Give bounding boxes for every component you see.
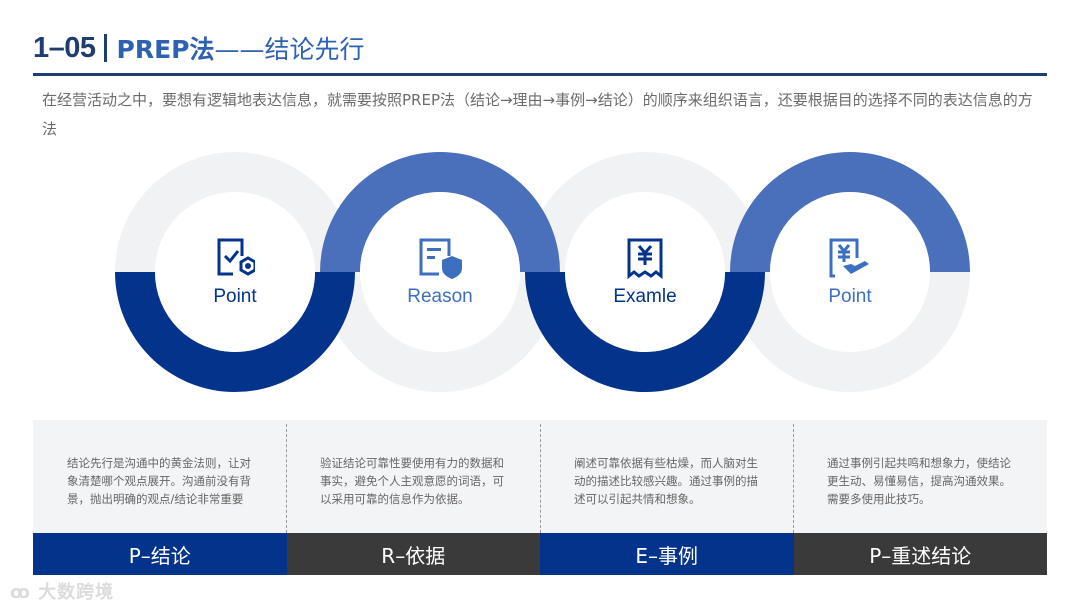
step-node-example: Examle — [585, 236, 705, 308]
footer-label-r: R–依据 — [286, 533, 540, 575]
document-shield-icon — [419, 238, 462, 279]
intro-text: 在经营活动之中，要想有逻辑地表达信息，就需要按照PREP法（结论→理由→事例→结… — [42, 91, 1033, 138]
checklist-gear-icon — [217, 238, 257, 276]
ring-4-bottom — [730, 272, 970, 392]
step-label: Point — [828, 286, 872, 307]
footer-label-p-restate: P–重述结论 — [793, 533, 1047, 575]
yen-receipt-icon — [627, 238, 663, 280]
title-underline — [33, 73, 1047, 76]
description-cell-reason: 验证结论可靠性要使用有力的数据和事实，避免个人主观意愿的词语，可以采用可靠的信息… — [286, 420, 539, 533]
title-sub: ——结论先行 — [214, 35, 365, 64]
step-node-point: Point — [175, 236, 295, 308]
footer-label-e: E–事例 — [540, 533, 794, 575]
ring-1-top — [115, 152, 355, 272]
step-label: Examle — [613, 286, 677, 307]
step-description: 通过事例引起共鸣和想象力，使结论更生动、易懂易信，提高沟通效果。需要多使用此技巧… — [827, 456, 1011, 506]
step-description: 结论先行是沟通中的黄金法则，让对象清楚哪个观点展开。沟通前没有背景，抛出明确的观… — [67, 456, 251, 506]
ring-4-top — [730, 152, 970, 272]
ring-2-top — [320, 152, 560, 272]
section-number: 1–05 — [33, 31, 96, 64]
step-description: 阐述可靠依据有些枯燥，而人脑对生动的描述比较感兴趣。通过事例的描述可以引起共情和… — [574, 456, 758, 506]
description-panel: 结论先行是沟通中的黄金法则，让对象清楚哪个观点展开。沟通前没有背景，抛出明确的观… — [33, 420, 1047, 533]
ring-3-top — [525, 152, 765, 272]
ring-2-bottom — [320, 272, 560, 392]
title-divider — [103, 34, 107, 62]
page-title: 1–05 PREP法 ——结论先行 — [33, 28, 365, 68]
prep-rings-diagram — [115, 152, 970, 392]
yen-hand-icon — [829, 238, 869, 278]
step-label: Point — [213, 286, 257, 307]
ring-3-bottom — [525, 272, 765, 392]
step-description: 验证结论可靠性要使用有力的数据和事实，避免个人主观意愿的词语，可以采用可靠的信息… — [320, 456, 504, 506]
description-cell-point: 结论先行是沟通中的黄金法则，让对象清楚哪个观点展开。沟通前没有背景，抛出明确的观… — [33, 420, 286, 533]
dashed-divider — [286, 424, 287, 533]
footer-label-p: P–结论 — [33, 533, 287, 575]
title-main: PREP法 — [116, 35, 215, 64]
watermark: ꝏ 大数跨境 — [10, 578, 114, 604]
watermark-text: 大数跨境 — [38, 582, 115, 603]
description-cell-example: 阐述可靠依据有些枯燥，而人脑对生动的描述比较感兴趣。通过事例的描述可以引起共情和… — [540, 420, 793, 533]
dashed-divider — [793, 424, 794, 533]
step-node-reason: Reason — [380, 236, 500, 308]
step-label: Reason — [407, 286, 473, 307]
description-cell-point-restate: 通过事例引起共鸣和想象力，使结论更生动、易懂易信，提高沟通效果。需要多使用此技巧… — [793, 420, 1046, 533]
step-node-point-restate: Point — [790, 236, 910, 308]
watermark-logo-icon: ꝏ — [10, 582, 39, 603]
step-footer-bar: P–结论 R–依据 E–事例 P–重述结论 — [33, 533, 1047, 575]
dashed-divider — [540, 424, 541, 533]
ring-1-bottom — [115, 272, 355, 392]
